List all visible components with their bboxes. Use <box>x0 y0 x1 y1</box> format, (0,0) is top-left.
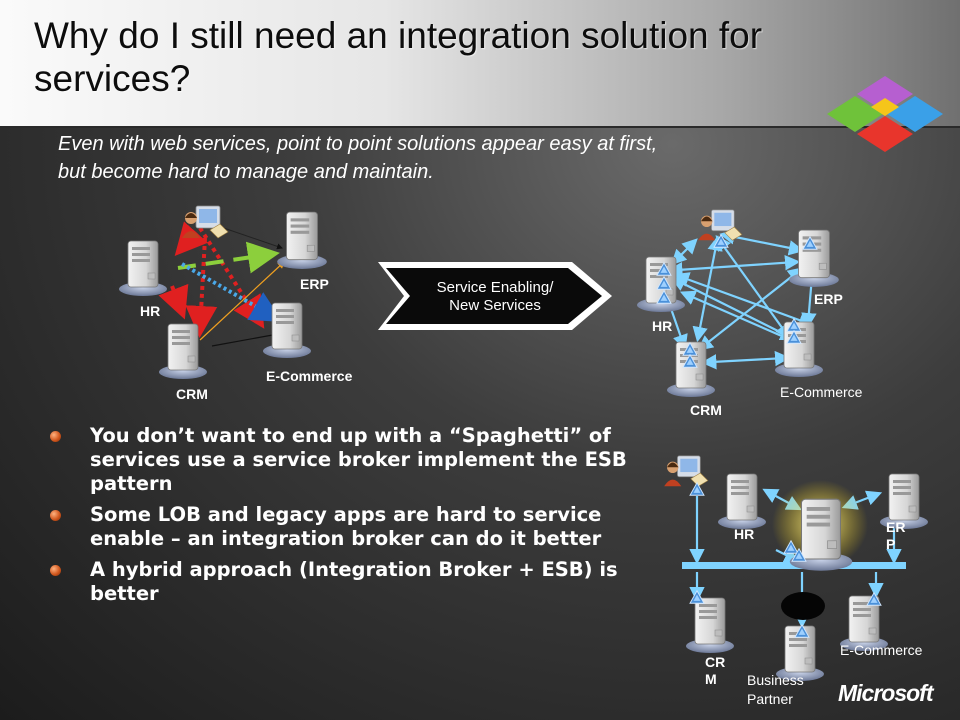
bullet-item: A hybrid approach (Integration Broker + … <box>48 558 678 606</box>
left-hr-label: HR <box>140 303 160 319</box>
microsoft-logo: Microsoft <box>838 680 933 706</box>
bullet-text: A hybrid approach (Integration Broker + … <box>90 558 618 605</box>
esb-crm-label-line-1: CR <box>705 654 725 670</box>
arrow-label-line-1: Service Enabling/ <box>437 279 555 296</box>
slide-title: Why do I still need an integration solut… <box>34 15 763 99</box>
subtitle-line-2: but become hard to manage and maintain. <box>58 161 434 183</box>
right-erp-server-icon <box>788 229 840 288</box>
bullet-item: You don’t want to end up with a “Spaghet… <box>48 424 678 496</box>
right-hr-label: HR <box>652 318 672 334</box>
esb-crm-server-icon <box>685 597 735 654</box>
bullet-list: You don’t want to end up with a “Spaghet… <box>48 424 678 613</box>
arrow-label-line-2: New Services <box>449 297 541 314</box>
right-ecommerce-label: E-Commerce <box>780 384 863 400</box>
left-erp-label: ERP <box>300 276 329 292</box>
esb-crm-label-line-2: M <box>705 671 717 687</box>
service-enabling-arrow: Service Enabling/ New Services <box>378 262 612 330</box>
bullet-text: You don’t want to end up with a “Spaghet… <box>90 424 627 495</box>
subtitle-line-1: Even with web services, point to point s… <box>58 133 658 155</box>
esb-partner-label-line-1: Business <box>747 672 804 688</box>
esb-crm-service-icon <box>689 590 705 604</box>
right-erp-label: ERP <box>814 291 843 307</box>
bullet-dot-icon <box>50 565 61 576</box>
esb-hr-label: HR <box>734 526 754 542</box>
left-user-icon <box>181 205 229 239</box>
esb-erp-label-line-2: P <box>886 536 895 552</box>
left-crm-server-icon <box>158 323 208 380</box>
bullet-item: Some LOB and legacy apps are hard to ser… <box>48 503 678 551</box>
right-crm-label: CRM <box>690 402 722 418</box>
esb-erp-label-line-1: ER <box>886 519 905 535</box>
esb-diagram: HR ER P CR M Business Partner E-Commerce <box>663 455 929 707</box>
esb-partner-label-line-2: Partner <box>747 691 793 707</box>
left-hr-server-icon <box>118 240 168 297</box>
left-ecommerce-label: E-Commerce <box>266 368 353 384</box>
windows-logo-icon <box>827 76 943 152</box>
right-user-service-icon <box>713 234 729 248</box>
esb-hr-server-icon <box>717 473 767 530</box>
bullet-text: Some LOB and legacy apps are hard to ser… <box>90 503 602 550</box>
left-crm-label: CRM <box>176 386 208 402</box>
left-ecommerce-server-icon <box>262 302 312 359</box>
left-diagram: HR ERP CRM E-Commerce <box>118 205 353 402</box>
bullet-dot-icon <box>50 510 61 521</box>
esb-ecommerce-label: E-Commerce <box>840 642 923 658</box>
right-service-connectors <box>662 229 820 370</box>
left-erp-server-icon <box>276 211 328 270</box>
esb-cloud-icon <box>781 592 825 620</box>
title-bar <box>0 0 960 128</box>
subtitle: Even with web services, point to point s… <box>58 130 818 186</box>
esb-user-service-icon <box>689 482 705 496</box>
right-diagram: HR ERP CRM E-Commerce <box>636 209 863 418</box>
bullet-dot-icon <box>50 431 61 442</box>
